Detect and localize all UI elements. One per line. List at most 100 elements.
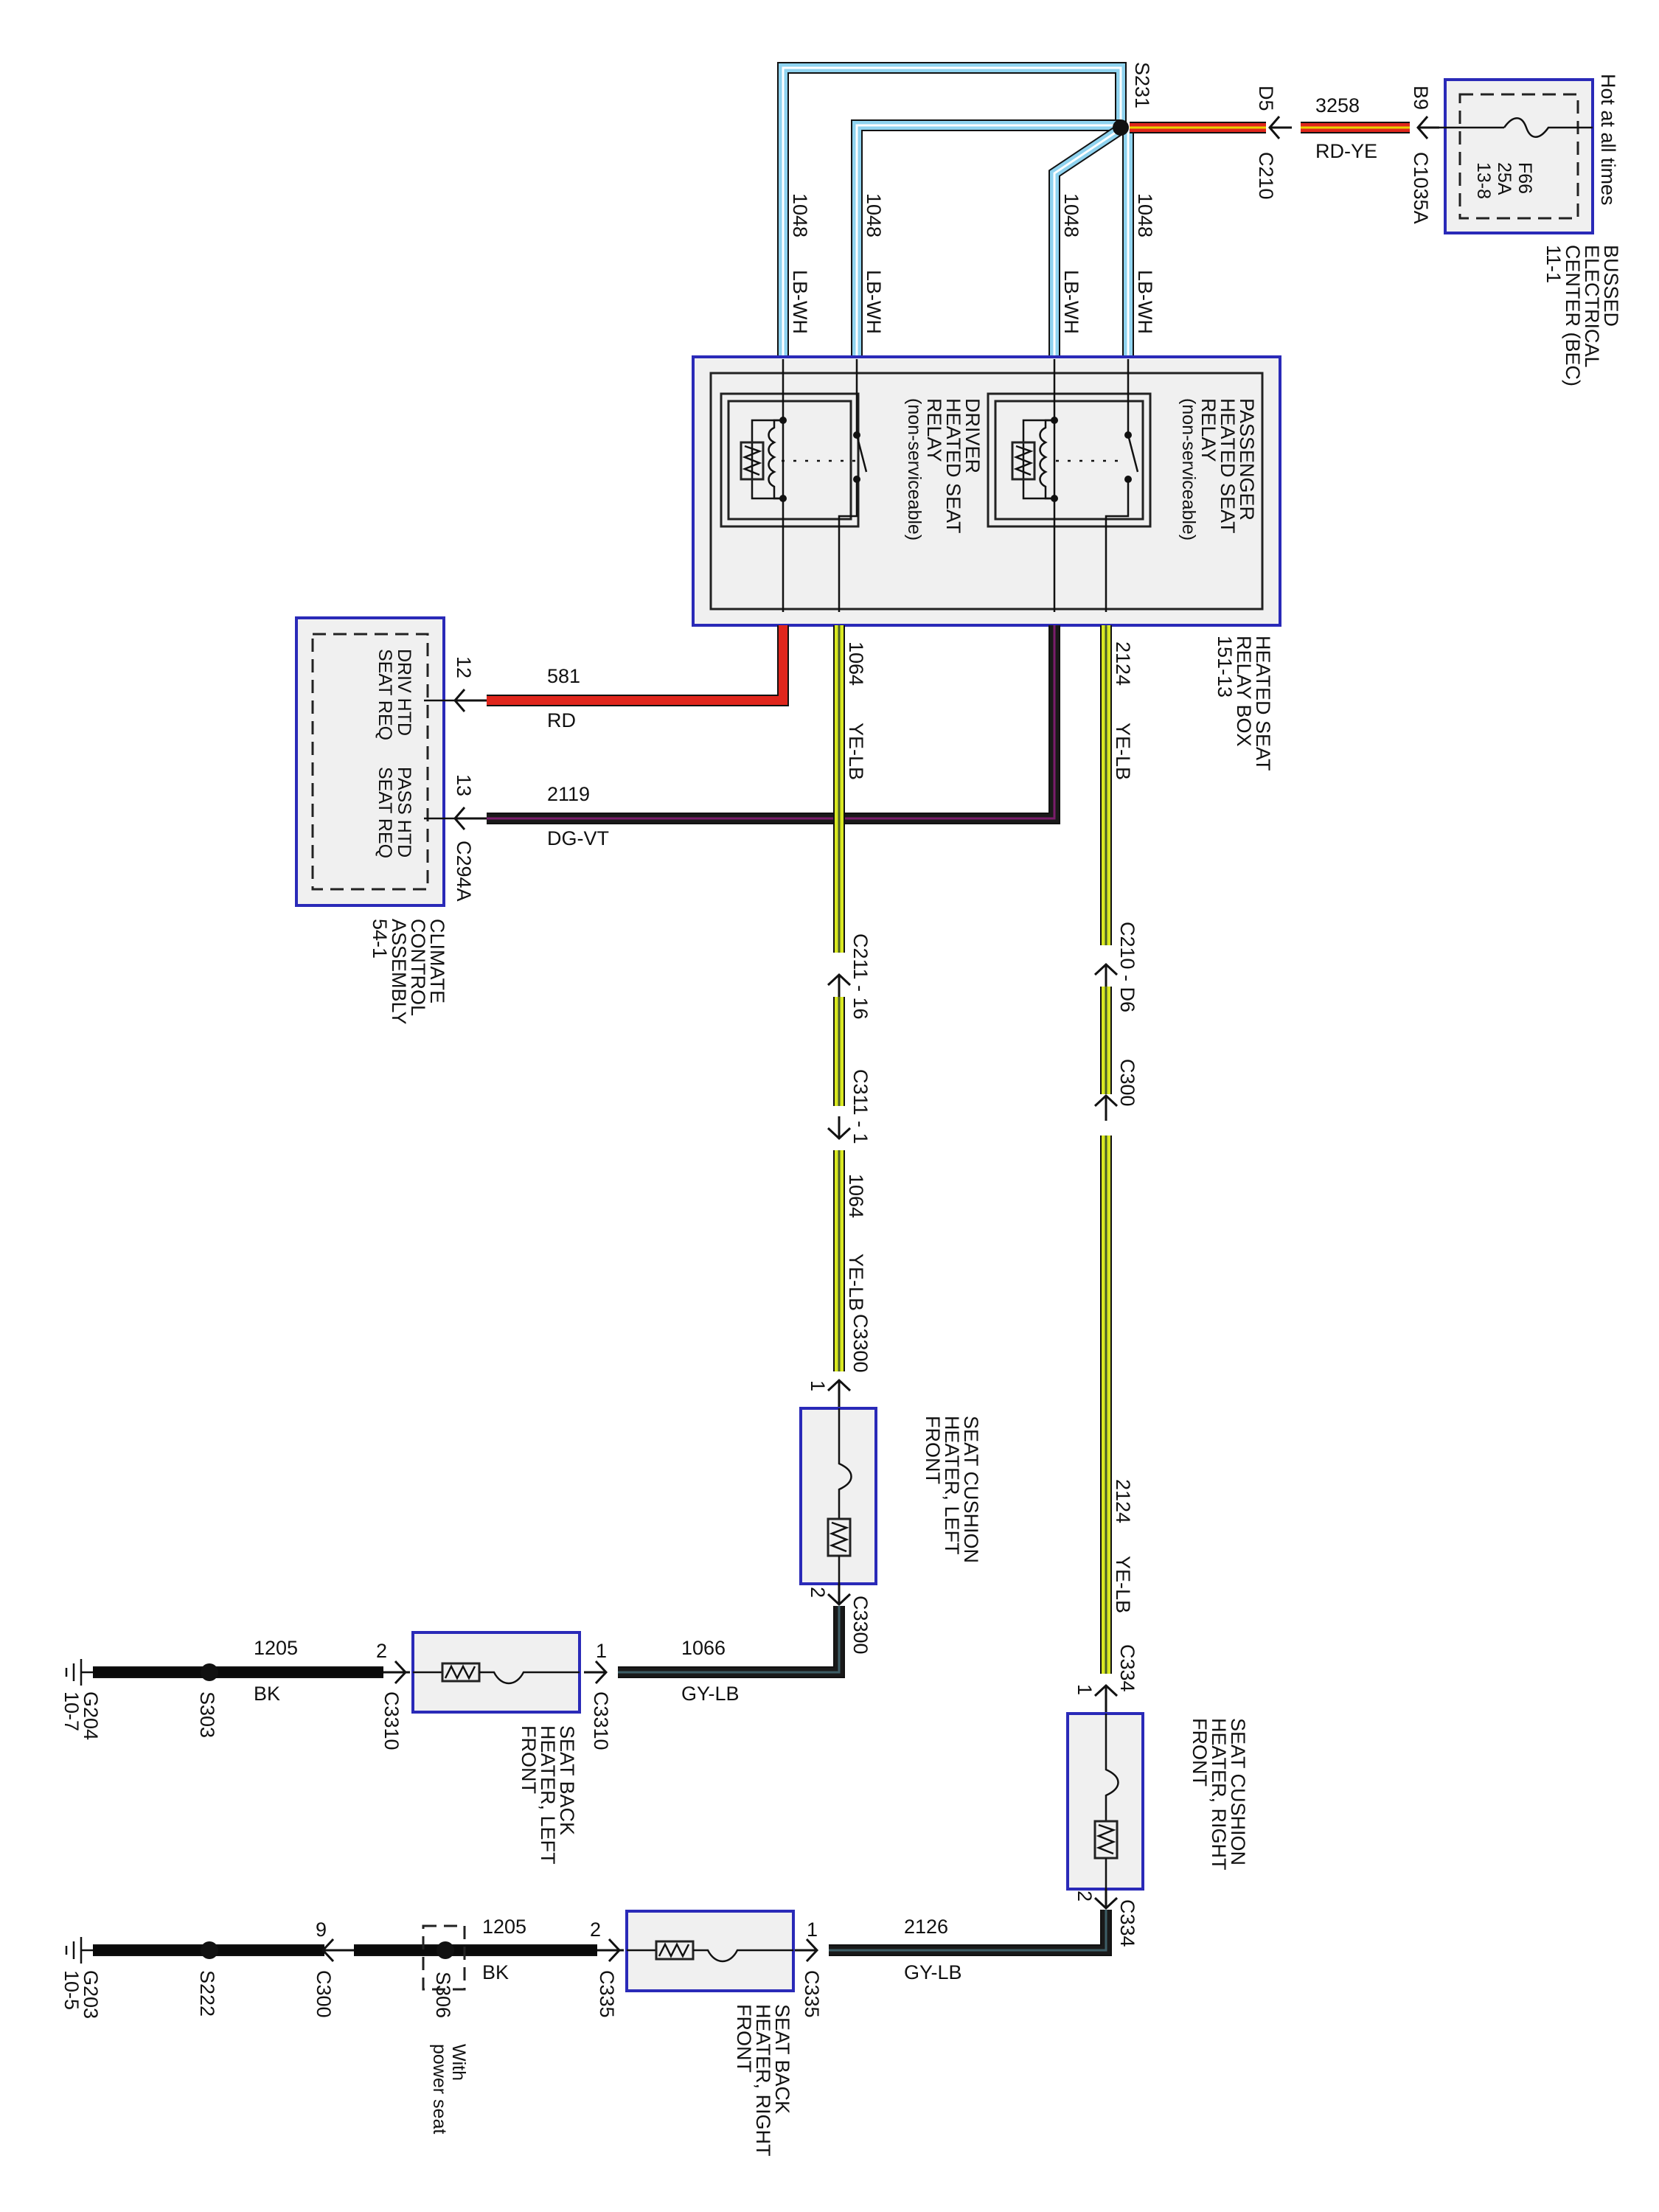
svg-text:1048: 1048 — [1134, 193, 1156, 237]
svg-text:10-7: 10-7 — [60, 1691, 83, 1731]
conn-d5-label: D5 — [1255, 86, 1277, 111]
drv-htd-label-1: DRIV HTD — [394, 649, 414, 736]
svg-text:2: 2 — [590, 1919, 601, 1941]
passenger-relay: PASSENGER HEATED SEAT RELAY (non-service… — [987, 359, 1258, 612]
wire-3258-num: 3258 — [1315, 94, 1360, 116]
splice-s231 — [1113, 119, 1129, 136]
svg-text:1048: 1048 — [789, 193, 811, 237]
svg-text:1048: 1048 — [863, 193, 885, 237]
seat-back-heater-left: SEAT BACK HEATER, LEFT FRONT — [411, 1631, 581, 1865]
ground-g203: G203 10-5 — [60, 1937, 102, 2019]
svg-text:C311 - 1: C311 - 1 — [849, 1069, 872, 1144]
svg-text:FRONT: FRONT — [518, 1725, 540, 1794]
wire-1066 — [618, 1606, 845, 1678]
svg-text:1: 1 — [807, 1380, 829, 1391]
svg-text:C335: C335 — [596, 1970, 618, 2018]
coil-icon — [1039, 419, 1054, 500]
svg-text:G203: G203 — [80, 1970, 102, 2019]
svg-text:S306: S306 — [432, 1972, 454, 2018]
passenger-relay-label-4: (non-serviceable) — [1178, 398, 1199, 540]
c294a-label: C294A — [453, 841, 475, 902]
svg-text:SEAT BACK: SEAT BACK — [556, 1725, 578, 1835]
wire-581-color: RD — [547, 709, 576, 731]
fuse-ref: 13-8 — [1473, 162, 1494, 199]
svg-text:2: 2 — [376, 1640, 387, 1662]
svg-text:1048: 1048 — [1060, 193, 1082, 237]
wire-581 — [487, 625, 789, 706]
svg-text:C335: C335 — [801, 1970, 823, 2018]
svg-text:HEATER, RIGHT: HEATER, RIGHT — [1208, 1718, 1230, 1871]
bec-name-3: CENTER (BEC) — [1562, 245, 1584, 386]
lbwh-labels: 1048 LB-WH 1048 LB-WH 1048 LB-WH 1048 LB… — [789, 193, 1156, 334]
ground-icon — [65, 1937, 93, 1964]
wire-1064-color-2: YE-LB — [845, 1253, 867, 1311]
svg-text:10-5: 10-5 — [60, 1970, 83, 2010]
conn-c1035a-label: C1035A — [1410, 152, 1432, 224]
fuse-rating: 25A — [1494, 162, 1514, 195]
wire-2119-num: 2119 — [547, 783, 590, 805]
wire-1064-color: YE-LB — [845, 723, 867, 780]
svg-text:SEAT CUSHION: SEAT CUSHION — [1227, 1718, 1249, 1865]
svg-text:With: With — [448, 2044, 469, 2081]
svg-text:LB-WH: LB-WH — [1134, 270, 1156, 334]
svg-text:C300: C300 — [1116, 1059, 1138, 1107]
splice-s306-group: S306 With power seat — [422, 1924, 469, 2134]
connector-c335-right: 1 C335 — [795, 1919, 823, 2018]
seat-back-heater-right: SEAT BACK HEATER, RIGHT FRONT — [625, 1910, 795, 2157]
wire-1205-color-r: BK — [482, 1961, 509, 1983]
svg-text:C3300: C3300 — [849, 1596, 872, 1655]
hot-at-all-times-label: Hot at all times — [1597, 74, 1619, 206]
wire-2124-color-2: YE-LB — [1112, 1556, 1134, 1613]
wire-3258-color: RD-YE — [1315, 140, 1377, 162]
splice-s222-label: S222 — [196, 1970, 218, 2017]
svg-text:C3300: C3300 — [849, 1314, 872, 1373]
connector-c334-bottom: 2 C334 — [1074, 1889, 1138, 1947]
wire-1205-color: BK — [254, 1683, 280, 1705]
climate-name-3: ASSEMBLY — [388, 919, 410, 1025]
driver-relay-label-4: (non-serviceable) — [904, 398, 925, 540]
conn-b9-label: B9 — [1410, 86, 1432, 110]
bec-name-2: ELECTRICAL — [1581, 245, 1603, 368]
svg-text:C3310: C3310 — [590, 1691, 612, 1750]
connector-c3310-right: 1 C3310 — [584, 1640, 612, 1750]
connector-c211: C211 - 16 — [827, 933, 872, 1020]
wire-2124-num: 2124 — [1112, 641, 1134, 686]
svg-text:HEATER, LEFT: HEATER, LEFT — [941, 1416, 963, 1555]
coil-icon — [768, 419, 783, 500]
conn-c210-label: C210 — [1255, 152, 1277, 200]
svg-text:C334: C334 — [1116, 1644, 1138, 1692]
wire-1066-color: GY-LB — [681, 1683, 740, 1705]
thermostat-icon — [838, 1408, 852, 1519]
svg-text:C211 - 16: C211 - 16 — [849, 933, 872, 1020]
svg-text:LB-WH: LB-WH — [863, 270, 885, 334]
seat-cushion-heater-right: SEAT CUSHION HEATER, RIGHT FRONT — [1066, 1712, 1249, 1891]
relay-box-ref: 151-13 — [1214, 636, 1236, 698]
connector-c3300-bottom: 2 C3300 — [807, 1584, 872, 1655]
connector-c1035a: B9 C1035A — [1410, 86, 1439, 224]
ground-icon — [65, 1659, 93, 1686]
driver-relay-label-3: RELAY — [923, 398, 945, 462]
connector-c294a: 12 13 C294A — [453, 656, 487, 902]
pin-12-label: 12 — [453, 656, 475, 678]
lbwh-wires — [777, 62, 1134, 359]
wire-581-num: 581 — [547, 665, 580, 687]
ground-g204: G204 10-7 — [60, 1659, 102, 1740]
pass-htd-label-1: PASS HTD — [394, 767, 414, 858]
connector-c3310-left: 2 C3310 — [376, 1640, 410, 1750]
svg-text:9: 9 — [316, 1919, 327, 1941]
pin-13-label: 13 — [453, 774, 475, 796]
svg-text:LB-WH: LB-WH — [789, 270, 811, 334]
wire-2126 — [829, 1910, 1112, 1956]
wire-2124-color: YE-LB — [1112, 723, 1134, 780]
connector-c300-1: C300 — [1093, 1059, 1138, 1121]
svg-text:2: 2 — [1074, 1891, 1096, 1902]
bec-name-1: BUSSED — [1600, 245, 1622, 327]
svg-text:1: 1 — [807, 1919, 818, 1941]
wire-1205-num: 1205 — [254, 1637, 298, 1659]
wire-2126-num: 2126 — [904, 1916, 948, 1938]
svg-text:LB-WH: LB-WH — [1060, 270, 1082, 334]
splice-s231-label: S231 — [1131, 62, 1153, 108]
passenger-relay-label-3: RELAY — [1197, 398, 1220, 462]
svg-text:C334: C334 — [1116, 1899, 1138, 1947]
fuse-icon — [1439, 117, 1593, 138]
